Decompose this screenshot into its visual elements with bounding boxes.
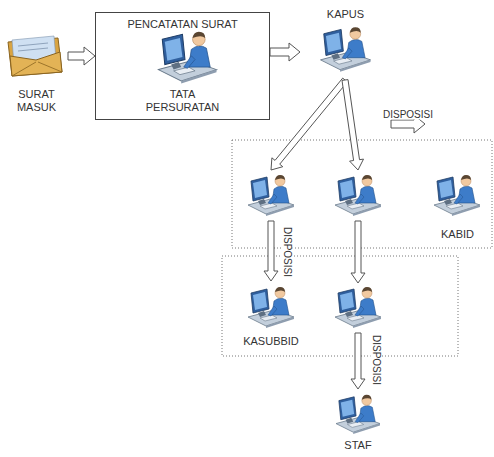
envelope-icon xyxy=(8,36,62,76)
process-box: PENCATATAN SURAT TATA PERSURATAN xyxy=(95,12,270,120)
flow-arrow xyxy=(270,43,300,61)
node-title: SURAT MASUK xyxy=(11,88,63,114)
node-title: STAF xyxy=(344,439,371,452)
node-title: KAPUS xyxy=(327,8,364,21)
worker-icon xyxy=(321,27,371,72)
worker-icon xyxy=(159,32,217,84)
flow-arrow xyxy=(271,78,347,170)
group-outline xyxy=(222,256,458,356)
flow-label: DISPOSISI xyxy=(371,334,382,386)
node-title: PENCATATAN SURAT xyxy=(127,18,237,31)
flow-arrow xyxy=(351,333,365,389)
worker-icon xyxy=(335,175,381,216)
node-subtitle: TATA PERSURATAN xyxy=(138,88,228,114)
role-node: KASUBBID xyxy=(231,281,311,350)
edge-label: DISPOSISI xyxy=(382,109,434,120)
role-node: SURAT MASUK xyxy=(5,30,68,116)
role-node: KABID xyxy=(425,168,490,244)
role-node: KAPUS xyxy=(300,6,391,80)
flow-arrow xyxy=(264,221,278,281)
worker-icon xyxy=(434,175,480,216)
worker-icon xyxy=(248,175,294,216)
worker-icon xyxy=(336,395,380,434)
flow-label: DISPOSISI xyxy=(282,226,293,278)
flow-arrow xyxy=(68,47,95,65)
node-title: KASUBBID xyxy=(243,335,299,348)
node-title: KABID xyxy=(441,228,474,241)
worker-icon xyxy=(248,287,294,328)
flow-arrow xyxy=(351,221,365,283)
flow-arrow xyxy=(342,80,364,170)
worker-icon xyxy=(335,287,381,328)
role-node: STAF xyxy=(318,389,398,454)
